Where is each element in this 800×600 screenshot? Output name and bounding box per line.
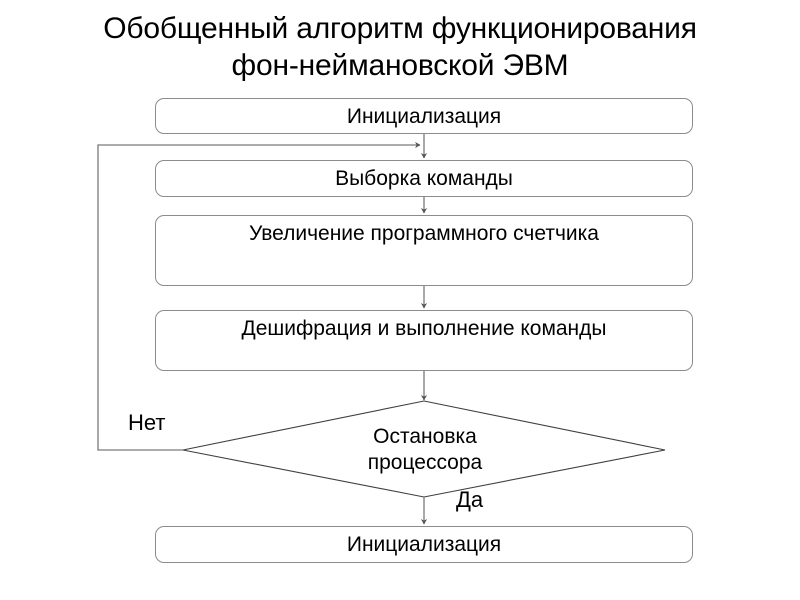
- process-node-label: Выборка команды: [335, 167, 513, 190]
- process-node-label: Увеличение программного счетчика: [249, 222, 599, 245]
- decision-diamond-shape: [182, 400, 666, 498]
- process-node-initialization-top[interactable]: Инициализация: [155, 98, 693, 134]
- page-title: Обобщенный алгоритм функционирования фон…: [0, 10, 800, 84]
- branch-label-yes: Да: [456, 487, 484, 512]
- process-node-label: Инициализация: [346, 105, 502, 128]
- process-node-fetch-instruction[interactable]: Выборка команды: [155, 160, 693, 197]
- process-node-label: Инициализация: [346, 533, 502, 556]
- page-title-line-2: фон-неймановской ЭВМ: [231, 49, 569, 82]
- process-node-decode-execute-instruction[interactable]: Дешифрация и выполнение команды: [155, 310, 693, 371]
- page-title-line-1: Обобщенный алгоритм функционирования: [103, 12, 697, 45]
- process-node-increment-program-counter[interactable]: Увеличение программного счетчика: [155, 215, 693, 286]
- branch-label-no: Нет: [128, 410, 166, 435]
- process-node-initialization-bottom[interactable]: Инициализация: [155, 526, 693, 563]
- connector-no-feedback-loop: [97, 141, 421, 451]
- process-node-label: Дешифрация и выполнение команды: [241, 317, 607, 340]
